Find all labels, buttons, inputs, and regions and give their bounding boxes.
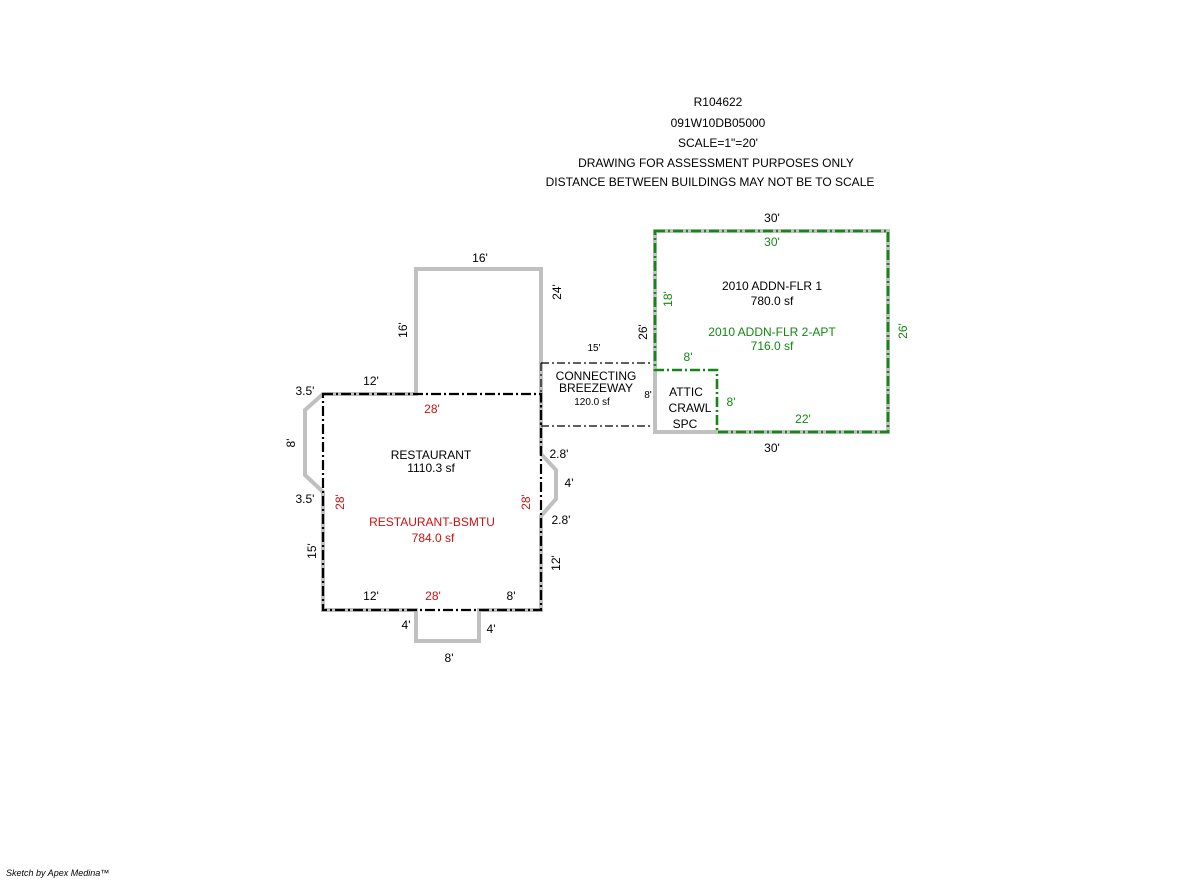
dim-porch-right-4: 4' (487, 622, 496, 636)
dim-right-2-8-bottom: 2.8' (552, 513, 571, 527)
dim-attic-right-8: 8' (727, 395, 736, 409)
dim-left-8: 8' (284, 439, 298, 448)
dim-bottom-28: 28' (425, 589, 441, 603)
dim-rest-top-12: 12' (363, 374, 379, 388)
breezeway-outline (540, 362, 655, 427)
dim-right-12: 12' (549, 555, 563, 571)
assessment-note: DRAWING FOR ASSESSMENT PURPOSES ONLY (578, 156, 854, 170)
addition-floor2-area: 716.0 sf (751, 339, 794, 353)
dim-bottom-12: 12' (363, 589, 379, 603)
map-number: 091W10DB05000 (671, 116, 766, 130)
distance-note: DISTANCE BETWEEN BUILDINGS MAY NOT BE TO… (546, 175, 875, 189)
dim-left-3-5-bottom: 3.5' (296, 492, 315, 506)
dim-addn-left-26: 26' (636, 324, 650, 340)
scale-label: SCALE=1"=20' (678, 136, 758, 150)
dim-addn-right-26: 26' (896, 323, 910, 339)
restaurant-basement-outline (321, 392, 543, 612)
dim-left-3-5-top: 3.5' (296, 384, 315, 398)
dim-addn-left-18: 18' (661, 291, 675, 307)
restaurant-basement-area: 784.0 sf (412, 531, 455, 545)
dim-breezeway-8: 8' (644, 390, 652, 401)
addition-floor2-outline (653, 229, 890, 434)
dim-right-4: 4' (565, 476, 574, 490)
dim-right-28: 28' (519, 494, 533, 510)
dim-rest-top-28: 28' (424, 402, 440, 416)
addition-floor2-label: 2010 ADDN-FLR 2-APT (708, 325, 836, 339)
dim-left-28: 28' (333, 494, 347, 510)
attic-label-3: SPC (673, 417, 698, 431)
restaurant-label: RESTAURANT (391, 448, 472, 462)
dim-addn-top-30: 30' (764, 211, 780, 225)
dim-addn-bottom-22: 22' (795, 412, 811, 426)
dim-right-24: 24' (550, 284, 564, 300)
dim-porch-left-4: 4' (402, 618, 411, 632)
parcel-id: R104622 (694, 95, 743, 109)
dim-bottom-8: 8' (507, 589, 516, 603)
restaurant-area: 1110.3 sf (407, 461, 455, 475)
sketch-credit: Sketch by Apex Medina™ (6, 868, 110, 878)
dim-addn-top-30-green: 30' (764, 235, 780, 249)
dim-breezeway-15: 15' (587, 343, 600, 354)
dim-addn-bottom-30: 30' (764, 441, 780, 455)
dim-left-15: 15' (305, 543, 319, 559)
breezeway-label-2: BREEZEWAY (559, 381, 633, 395)
dim-top-16: 16' (472, 251, 488, 265)
dim-left-16: 16' (396, 322, 410, 338)
attic-label-1: ATTIC (669, 385, 703, 399)
breezeway-area: 120.0 sf (574, 397, 610, 408)
dim-porch-bottom-8: 8' (445, 651, 454, 665)
addition-floor1-area: 780.0 sf (751, 294, 794, 308)
attic-label-2: CRAWL (669, 401, 712, 415)
addition-floor1-label: 2010 ADDN-FLR 1 (722, 279, 822, 293)
breezeway-label-1: CONNECTING (556, 369, 637, 383)
dim-addn-step-8: 8' (684, 350, 693, 364)
dim-right-2-8-top: 2.8' (550, 447, 569, 461)
restaurant-basement-label: RESTAURANT-BSMTU (369, 515, 495, 529)
